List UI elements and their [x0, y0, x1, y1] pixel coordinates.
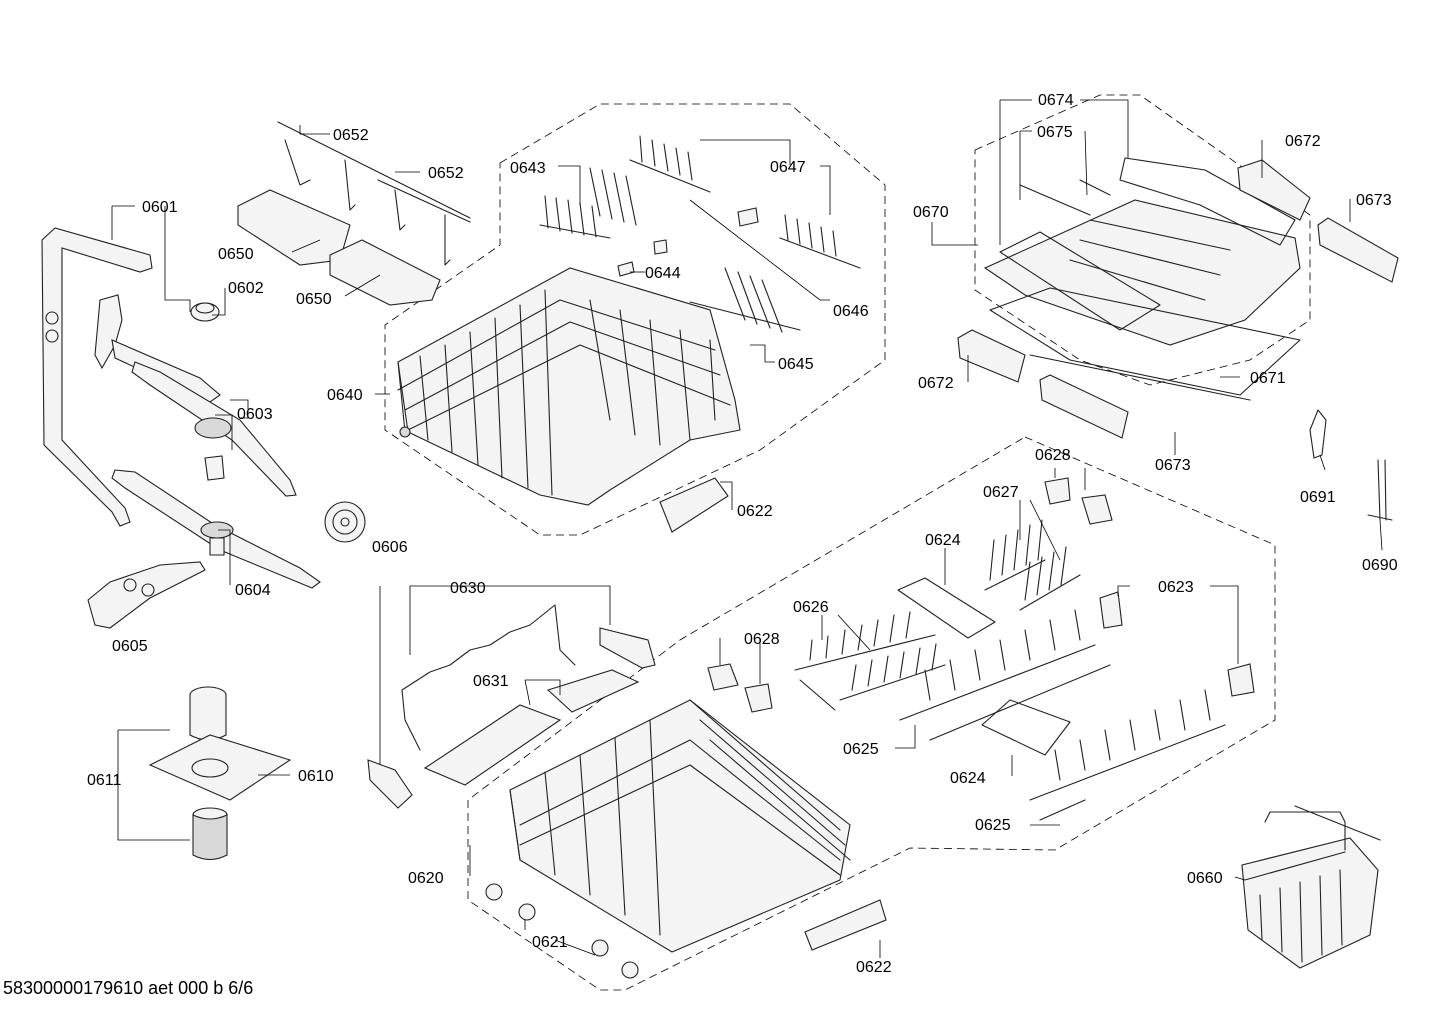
- callout-0624: 0624: [925, 532, 961, 549]
- callout-0646: 0646: [833, 303, 869, 320]
- upper-basket-part: [397, 267, 741, 506]
- callout-0670: 0670: [913, 204, 949, 221]
- tines-row-part-a: [539, 167, 637, 239]
- cutlery-basket-part: [1241, 805, 1381, 969]
- callout-0601: 0601: [142, 199, 178, 216]
- rack-wheel-axle-part: [1367, 459, 1393, 521]
- valve-part: [190, 302, 220, 322]
- callout-0671: 0671: [1250, 370, 1286, 387]
- callout-0628: 0628: [1035, 447, 1071, 464]
- side-clip-part: [1099, 591, 1255, 697]
- callout-0610: 0610: [298, 768, 334, 785]
- side-rail-part-b: [1317, 217, 1399, 283]
- callout-0644: 0644: [645, 265, 681, 282]
- cutlery-tray-part: [983, 157, 1301, 346]
- lower-basket-group-outline: [467, 436, 1276, 991]
- holder-bracket-part: [367, 627, 656, 809]
- callout-0605: 0605: [112, 638, 148, 655]
- cutlery-tray-group-outline: [974, 94, 1311, 386]
- callout-0672: 0672: [1285, 133, 1321, 150]
- leader-lines: [111, 99, 1383, 958]
- callout-0624: 0624: [950, 770, 986, 787]
- callout-0602: 0602: [228, 280, 264, 297]
- callout-0660: 0660: [1187, 870, 1223, 887]
- callout-0647: 0647: [770, 159, 806, 176]
- plate-rack-part-a: [794, 611, 946, 711]
- tines-row-part-c: [689, 267, 801, 333]
- wire-holder-part: [401, 604, 576, 751]
- callout-0640: 0640: [327, 387, 363, 404]
- callout-0673: 0673: [1356, 192, 1392, 209]
- lower-basket-part: [509, 699, 851, 953]
- rack-handle-lower-part: [804, 899, 887, 951]
- callout-0623: 0623: [1158, 579, 1194, 596]
- tine-row-part-long-b: [1029, 689, 1226, 821]
- callout-0611: 0611: [87, 772, 122, 789]
- upper-basket-group-outline: [384, 103, 886, 536]
- tine-row-part-long-a: [899, 609, 1111, 741]
- side-rail-part-c: [957, 329, 1026, 383]
- callout-0672: 0672: [918, 375, 954, 392]
- callout-0675: 0675: [1037, 124, 1073, 141]
- plate-rack-part-b: [984, 519, 1081, 611]
- lower-spray-arm-part: [111, 469, 321, 589]
- rack-hinge-part: [277, 121, 471, 266]
- callout-0674: 0674: [1038, 92, 1074, 109]
- callout-0626: 0626: [793, 599, 829, 616]
- fine-filter-part: [192, 807, 228, 861]
- side-rail-part-d: [1039, 374, 1129, 439]
- hinge-part: [707, 477, 1113, 713]
- callout-0625: 0625: [975, 817, 1011, 834]
- callout-0622: 0622: [737, 503, 773, 520]
- clip-part: [617, 207, 759, 277]
- callout-0673: 0673: [1155, 457, 1191, 474]
- glass-holder-part-a: [546, 669, 640, 713]
- callout-0630: 0630: [450, 580, 486, 597]
- fold-down-tine-right-part: [779, 214, 861, 269]
- tines-row-part-b: [629, 135, 711, 193]
- callout-0620: 0620: [408, 870, 444, 887]
- lower-basket-wheels-part: [485, 883, 639, 979]
- micro-filter-disc-part: [324, 501, 366, 543]
- callout-0652: 0652: [428, 165, 464, 182]
- callout-0622: 0622: [856, 959, 892, 976]
- callout-0627: 0627: [983, 484, 1019, 501]
- filter-housing-part: [148, 686, 292, 801]
- callout-0650: 0650: [296, 291, 332, 308]
- callout-0690: 0690: [1362, 557, 1398, 574]
- drawing-id-footer: 58300000179610 aet 000 b 6/6: [3, 978, 254, 998]
- supply-pipe-part: [41, 227, 153, 527]
- callout-0621: 0621: [532, 934, 568, 951]
- deflector-plate-part: [87, 561, 206, 629]
- callout-0652: 0652: [333, 127, 369, 144]
- spray-arm-holder-part: [94, 294, 221, 403]
- callout-0643: 0643: [510, 160, 546, 177]
- callout-labels: 0652 0652 0601 0650 0650 0602 0603 0604 …: [87, 92, 1398, 976]
- callout-0628: 0628: [744, 631, 780, 648]
- callout-0606: 0606: [372, 539, 408, 556]
- callout-0625: 0625: [843, 741, 879, 758]
- callout-0650: 0650: [218, 246, 254, 263]
- callout-0604: 0604: [235, 582, 271, 599]
- tine-clip-set-part: [897, 577, 1071, 756]
- rack-clip-part: [1309, 409, 1327, 459]
- callout-0631: 0631: [473, 673, 509, 690]
- callout-0645: 0645: [778, 356, 814, 373]
- cutlery-tray-rail-part: [989, 287, 1301, 401]
- callout-0603: 0603: [237, 406, 273, 423]
- side-rail-part-a: [1237, 159, 1311, 221]
- callout-0691: 0691: [1300, 489, 1336, 506]
- rack-handle-upper-part: [659, 477, 729, 533]
- upper-spray-arm-part: [131, 361, 297, 497]
- glass-holder-part-b: [423, 704, 562, 786]
